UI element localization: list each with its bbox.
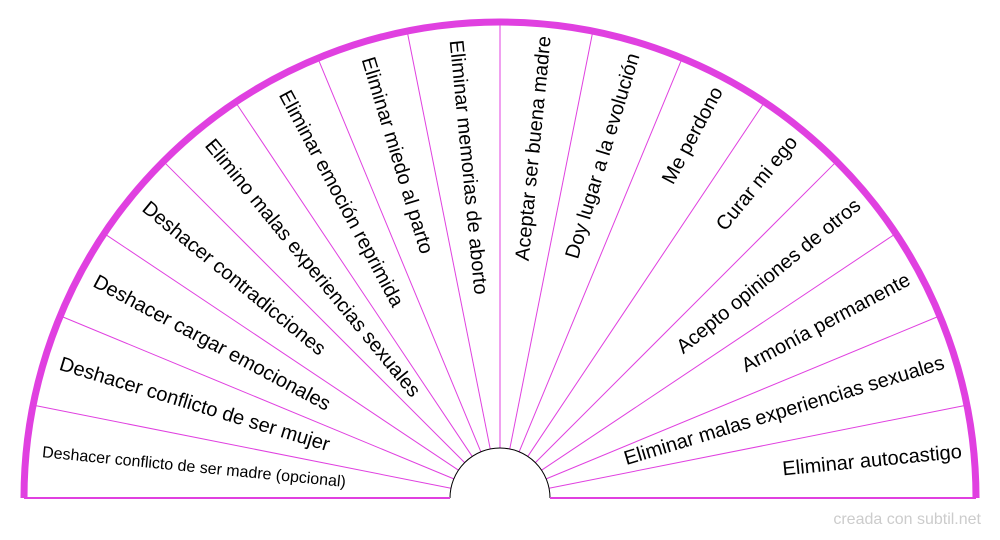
sector-label: Deshacer conflicto de ser mujer <box>57 353 333 456</box>
sector-divider <box>541 234 895 471</box>
sector-divider <box>318 59 482 452</box>
sector-divider <box>236 103 473 457</box>
sector-divider <box>35 405 452 489</box>
sector-label: Deshacer conflicto de ser madre (opciona… <box>41 444 346 491</box>
outer-rim <box>20 18 980 499</box>
sector-labels: Deshacer conflicto de ser madre (opciona… <box>41 35 962 491</box>
sector-label: Aceptar ser buena madre <box>512 35 556 262</box>
hub-semicircle <box>449 447 551 499</box>
sector-divider <box>407 33 491 450</box>
sector-divider <box>535 162 836 463</box>
sector-dividers <box>35 24 965 489</box>
sector-divider <box>105 234 459 471</box>
sector-label: Acepto opiniones de otros <box>672 195 865 359</box>
sector-divider <box>548 405 965 489</box>
sector-divider <box>527 103 764 457</box>
sector-divider <box>518 59 682 452</box>
sector-divider <box>164 162 465 463</box>
sector-label: Deshacer contradicciones <box>138 197 330 360</box>
watermark-text: creada con subtil.net <box>833 511 981 528</box>
sector-label: Doy lugar a la evolución <box>562 51 645 262</box>
sector-label: Curar mi ego <box>712 132 802 235</box>
sector-divider <box>61 316 454 480</box>
sector-label: Eliminar autocastigo <box>781 441 962 481</box>
sector-divider <box>509 33 593 450</box>
sector-divider <box>546 316 939 480</box>
